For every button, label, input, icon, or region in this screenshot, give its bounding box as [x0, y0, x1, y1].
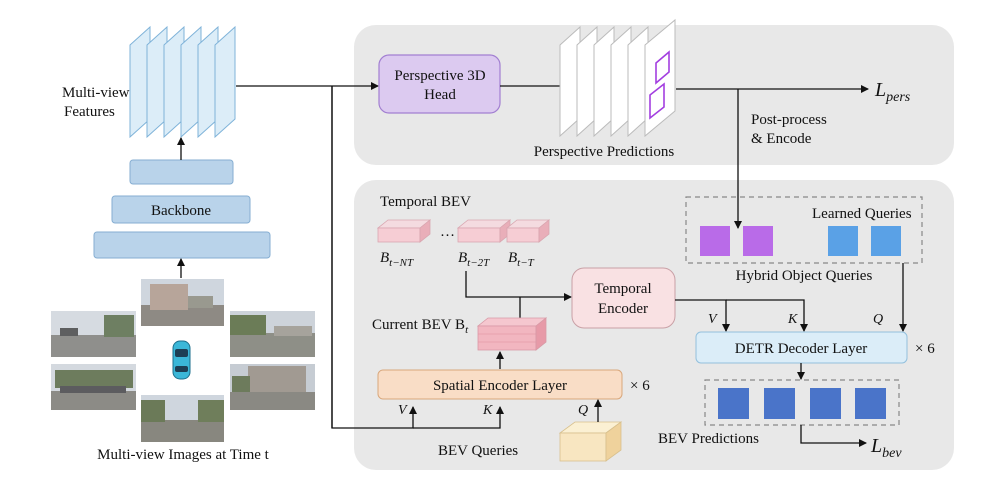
arrow-to-loss-bev: [800, 425, 867, 447]
backbone-label: Backbone: [151, 203, 211, 219]
pred-box-2: [649, 82, 665, 120]
multiview-features-label-2: Features: [64, 104, 115, 120]
camera-front-left: [51, 311, 136, 357]
camera-images: [51, 279, 315, 442]
camera-back-left: [51, 364, 136, 410]
temporal-bev-label: Temporal BEV: [380, 194, 471, 210]
backbone-block: [111, 195, 251, 224]
temporal-bev-cubes: [376, 219, 551, 243]
backbone-top-bar: [129, 159, 234, 185]
arrow-encoder-to-detr-k: [726, 299, 808, 332]
b-t-minus-nt: Bt−NT: [380, 250, 414, 269]
hybrid-queries-box: [685, 196, 923, 264]
detr-decoder-label: DETR Decoder Layer: [735, 341, 867, 357]
multiview-features-label: Multi-view: [62, 85, 130, 101]
bev-predictions-label: BEV Predictions: [658, 431, 759, 447]
line-temporal-bev-to-encoder: [465, 271, 572, 301]
spatial-encoder-label: Spatial Encoder Layer: [433, 378, 567, 394]
backbone-bottom-bar: [93, 231, 271, 259]
spatial-encoder-layer: [377, 369, 623, 400]
blue-query-1: [828, 226, 858, 256]
ellipsis-label: …: [440, 224, 455, 240]
perspective-head-label-2: Head: [424, 87, 456, 103]
purple-query-1: [700, 226, 730, 256]
detr-v-label: V: [708, 312, 718, 327]
post-process-label-2: & Encode: [751, 131, 812, 147]
ego-car-icon: [172, 340, 191, 380]
bev-pred-3: [810, 388, 841, 419]
temporal-encoder-label: Temporal: [594, 281, 651, 297]
post-process-label: Post-process: [751, 112, 827, 128]
current-bev-label: Current BEV Bt: [372, 317, 469, 336]
bev-queries-label: BEV Queries: [438, 443, 518, 459]
camera-back: [141, 395, 224, 442]
hybrid-queries-label: Hybrid Object Queries: [736, 268, 873, 284]
camera-back-right: [230, 364, 315, 410]
temporal-encoder-label-2: Encoder: [598, 301, 648, 317]
blue-query-2: [871, 226, 901, 256]
spatial-v-label: V: [398, 403, 408, 418]
perspective-predictions-stack: [559, 18, 676, 138]
loss-bev: Lbev: [870, 435, 902, 461]
bev-pred-2: [764, 388, 795, 419]
loss-pers: Lpers: [874, 79, 911, 105]
learned-queries-label: Learned Queries: [812, 206, 912, 222]
detr-k-label: K: [787, 312, 798, 327]
multiview-features-stack: [129, 25, 236, 139]
spatial-k-label: K: [482, 403, 493, 418]
arrow-features-to-spatial-k: [413, 406, 504, 429]
b-t-minus-t: Bt−T: [508, 250, 535, 269]
bev-queries-cube: [558, 421, 623, 462]
temporal-encoder: [571, 267, 676, 329]
purple-query-2: [743, 226, 773, 256]
detr-times-6: × 6: [915, 341, 935, 357]
perspective-predictions-label: Perspective Predictions: [534, 144, 675, 160]
spatial-times-6: × 6: [630, 378, 650, 394]
perspective-3d-head: [378, 54, 501, 114]
camera-front-right: [230, 311, 315, 357]
detr-q-label: Q: [873, 312, 883, 327]
current-bev-cube: [476, 317, 548, 351]
pred-box-1: [655, 50, 670, 85]
multiview-images-label: Multi-view Images at Time t: [97, 447, 269, 463]
spatial-q-label: Q: [578, 403, 588, 418]
bev-pred-1: [718, 388, 749, 419]
bev-predictions-box: [704, 379, 900, 426]
bev-pred-4: [855, 388, 886, 419]
b-t-minus-2t: Bt−2T: [458, 250, 490, 269]
perspective-head-label: Perspective 3D: [394, 68, 485, 84]
camera-front: [141, 279, 224, 326]
